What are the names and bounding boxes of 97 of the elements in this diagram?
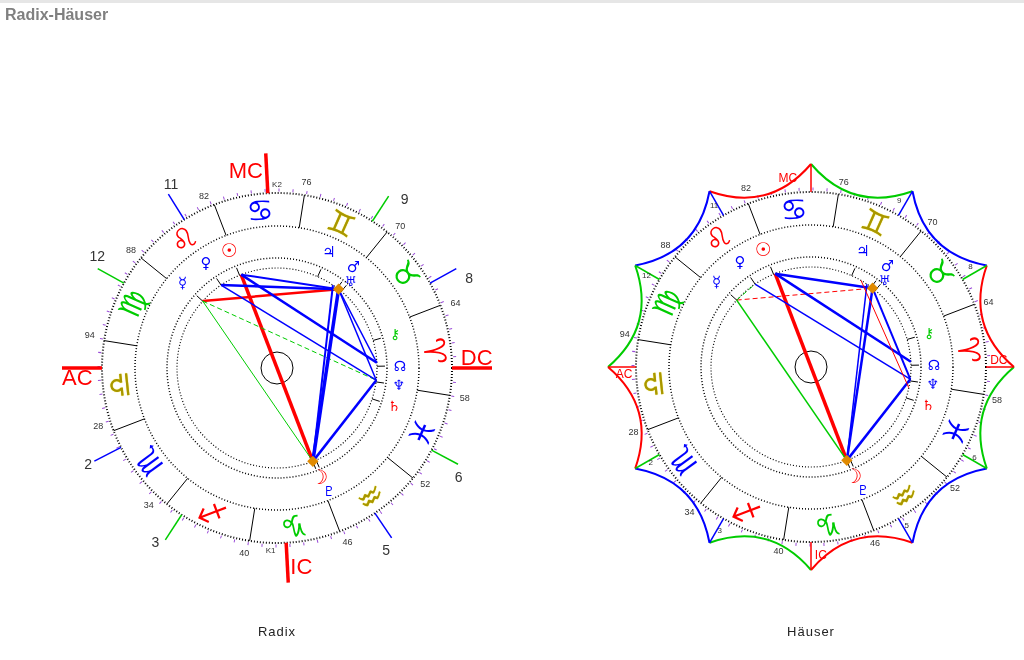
planet-glyph: ☊ <box>393 358 407 373</box>
planet-glyph: ♅ <box>344 274 357 288</box>
house-number: 3 <box>151 534 160 549</box>
degree-label: 28 <box>628 427 639 437</box>
degree-label: 64 <box>450 298 461 308</box>
degree-label: 52 <box>950 483 960 493</box>
zodiac-glyph: ♍ <box>647 284 686 322</box>
planet-glyph: ⚷ <box>390 327 401 342</box>
zodiac-glyph: ♓ <box>402 413 441 451</box>
degree-label: 88 <box>125 245 136 255</box>
planet-glyph: ⚷ <box>924 326 935 341</box>
zodiac-glyph: ♐ <box>728 492 766 531</box>
zodiac-glyph: ♋ <box>779 193 810 227</box>
zodiac-glyph: ♑ <box>278 508 309 542</box>
degree-label: 46 <box>342 537 353 547</box>
planet-glyph: ♀ <box>200 255 212 271</box>
planet-glyph: ♃ <box>855 243 870 259</box>
zodiac-glyph: ♍ <box>113 285 152 323</box>
zodiac-glyph: ♎ <box>103 369 137 400</box>
angle-label: AC <box>62 367 93 390</box>
degree-label: 34 <box>143 501 154 510</box>
planet-glyph: ☿ <box>712 274 722 290</box>
house-number: 6 <box>972 453 977 462</box>
degree-label: 70 <box>395 221 406 231</box>
zodiac-glyph: ♉ <box>918 254 959 294</box>
angle-label: MC <box>228 160 263 183</box>
house-number: 5 <box>382 542 391 557</box>
house-number: 12 <box>89 248 105 263</box>
degree-label: 58 <box>992 395 1003 405</box>
zodiac-glyph: ♈ <box>951 335 985 366</box>
degree-label: 40 <box>239 548 250 558</box>
page-title: Radix-Häuser <box>5 6 109 24</box>
degree-label: 28 <box>93 421 104 431</box>
degree-label: 58 <box>459 393 470 403</box>
zodiac-glyph: ♏ <box>663 440 704 480</box>
angle-label: AC <box>615 367 633 380</box>
zodiac-glyph: ♈ <box>417 336 451 367</box>
planet-glyph: ♂ <box>880 258 895 274</box>
planet-glyph: ♇ <box>323 484 336 499</box>
planet-glyph: ♆ <box>926 377 940 392</box>
zodiac-glyph: ♉ <box>384 255 425 295</box>
angle-label: IC <box>814 548 827 561</box>
degree-label: 52 <box>420 479 431 489</box>
planet-glyph: ♆ <box>392 378 406 393</box>
planet-glyph: ♄ <box>921 398 935 412</box>
zodiac-glyph: ♑ <box>812 507 843 541</box>
angle-label: DC <box>460 346 493 369</box>
degree-label: 64 <box>983 297 994 307</box>
house-number: 11 <box>163 177 179 192</box>
planet-glyph: ♄ <box>387 399 401 413</box>
zodiac-glyph: ♎ <box>637 368 671 399</box>
degree-label: 94 <box>619 329 630 339</box>
house-number: 8 <box>968 263 973 272</box>
degree-label: 70 <box>927 217 938 227</box>
degree-label: K2 <box>272 181 282 189</box>
house-number: 8 <box>465 271 473 286</box>
house-number: 2 <box>648 459 653 468</box>
planet-glyph: ☉ <box>220 240 238 260</box>
chart-caption: Häuser <box>787 624 835 638</box>
degree-label: K1 <box>265 546 276 555</box>
planet-glyph: ☊ <box>927 357 941 372</box>
zodiac-glyph: ♒ <box>884 474 924 515</box>
house-number: 9 <box>897 197 902 205</box>
house-number: 12 <box>642 271 651 280</box>
house-number: 2 <box>84 457 92 472</box>
degree-label: 76 <box>838 177 849 187</box>
house-number: 11 <box>710 201 719 210</box>
degree-label: 76 <box>301 177 312 187</box>
zodiac-glyph: ♓ <box>936 412 975 450</box>
degree-label: 40 <box>773 546 784 556</box>
degree-label: 82 <box>741 183 751 193</box>
zodiac-glyph: ♏ <box>129 441 170 481</box>
house-number: 9 <box>400 191 409 206</box>
planet-glyph: ♃ <box>321 244 336 260</box>
degree-label: 82 <box>198 191 209 201</box>
chart-caption: Radix <box>257 624 297 638</box>
angle-label: IC <box>290 555 313 578</box>
degree-label: 94 <box>84 330 95 340</box>
planet-glyph: ♀ <box>734 254 746 270</box>
planet-glyph: ☉ <box>754 239 772 259</box>
planet-glyph: ♇ <box>857 483 870 498</box>
angle-label: DC <box>990 354 1008 367</box>
planet-glyph: ☿ <box>178 275 188 291</box>
house-number: 6 <box>454 470 463 485</box>
planet-glyph: ♂ <box>346 259 361 275</box>
degree-label: 34 <box>684 507 695 517</box>
zodiac-glyph: ♋ <box>245 194 276 228</box>
angle-label: MC <box>778 172 798 185</box>
zodiac-glyph: ♊ <box>856 203 894 242</box>
house-number: 5 <box>904 522 909 531</box>
degree-label: 88 <box>660 240 671 250</box>
house-number: 3 <box>717 527 723 536</box>
zodiac-glyph: ♊ <box>322 204 360 243</box>
zodiac-glyph: ♒ <box>350 475 390 516</box>
degree-label: 46 <box>869 538 880 548</box>
planet-glyph: ♅ <box>878 273 891 287</box>
zodiac-glyph: ♐ <box>194 493 232 532</box>
